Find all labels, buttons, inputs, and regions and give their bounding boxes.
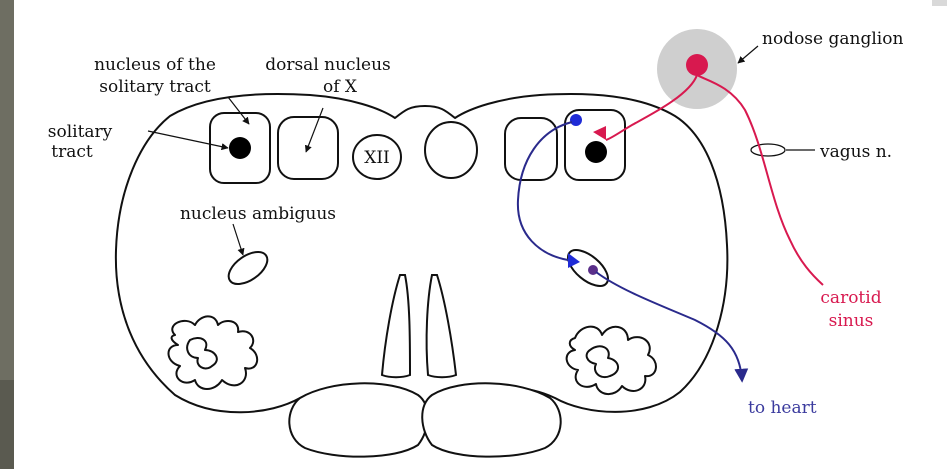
- label-nodose: nodose ganglion: [762, 29, 903, 49]
- label-carotid-line1: carotid: [820, 288, 881, 308]
- nts-interneuron-cell: [570, 114, 582, 126]
- label-nts-line1: nucleus of the: [94, 55, 216, 75]
- right-solitary-tract-dot: [585, 141, 607, 163]
- label-dmn-line1: dorsal nucleus: [265, 55, 391, 75]
- right-pyramid: [422, 383, 560, 456]
- left-pyramid: [289, 383, 427, 456]
- label-ambiguus: nucleus ambiguus: [180, 204, 336, 224]
- label-xii: XII: [364, 148, 390, 168]
- label-carotid-line2: sinus: [829, 311, 874, 331]
- label-dmn-line2: of X: [323, 77, 358, 97]
- lower-left-block: [0, 380, 14, 469]
- corner-mark: [932, 0, 947, 6]
- label-vagus: vagus n.: [819, 142, 892, 162]
- label-nts-line2: solitary tract: [99, 77, 211, 97]
- right-dorsal-motor-nucleus: [505, 118, 557, 180]
- label-heart: to heart: [748, 398, 817, 418]
- label-st-line2: tract: [51, 142, 93, 162]
- nodose-ganglion-cell: [686, 54, 708, 76]
- label-st-line1: solitary: [48, 122, 113, 142]
- midline-round-structure: [425, 122, 477, 178]
- left-solitary-tract-dot: [229, 137, 251, 159]
